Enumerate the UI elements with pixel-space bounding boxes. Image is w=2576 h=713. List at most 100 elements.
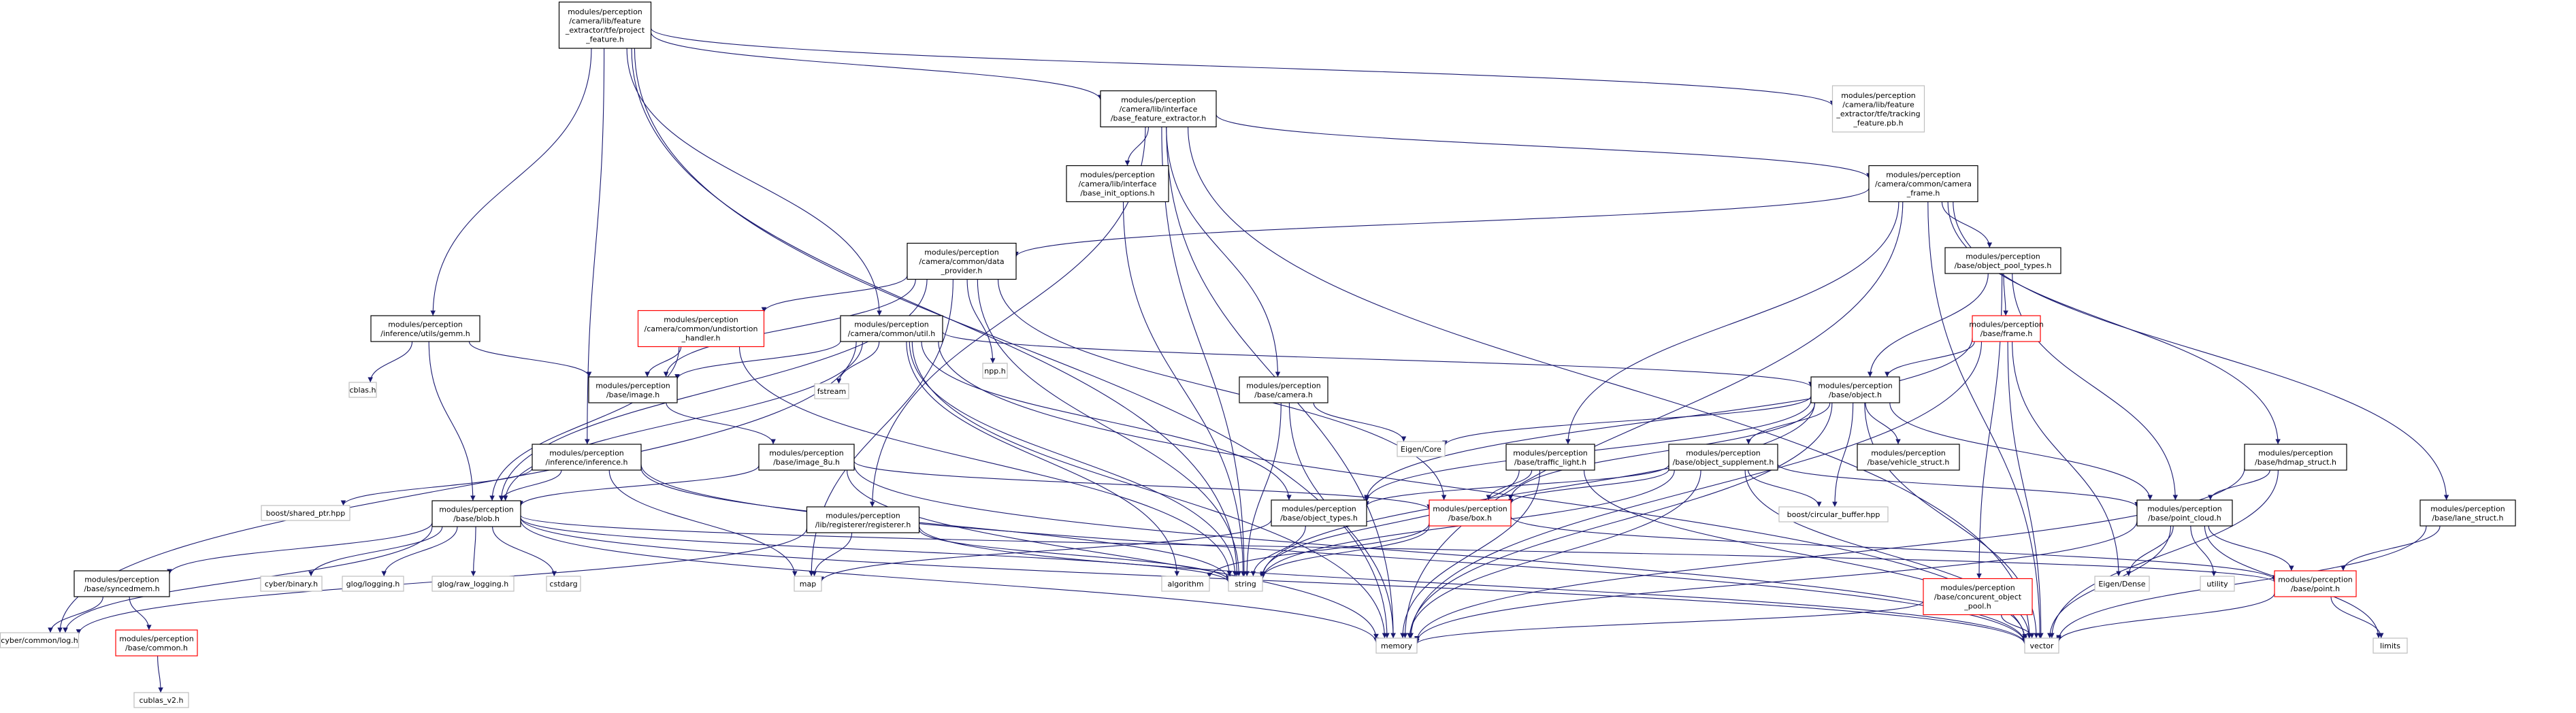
edge-base_frame-to-object_types <box>1364 337 1973 501</box>
node-algorithm: algorithm <box>1161 576 1210 592</box>
edge-object_supplement-to-point_cloud <box>1777 463 2140 508</box>
node-label-line: modules/perception <box>1886 171 1961 180</box>
node-box <box>2244 444 2347 471</box>
node-label-line: string <box>1235 580 1256 588</box>
node-inference[interactable]: modules/perception/inference/inference.h <box>532 444 642 471</box>
edge-base_object-to-vehicle_struct <box>1865 402 1901 445</box>
node-base_object[interactable]: modules/perception/base/object.h <box>1810 376 1900 403</box>
node-label-line: modules/perception <box>1940 584 2015 593</box>
node-label-line: cblas.h <box>349 386 376 395</box>
edge-point_cloud-to-utility <box>2190 525 2217 577</box>
node-label-line: /camera/common/camera <box>1875 180 1972 188</box>
node-image_8u[interactable]: modules/perception/base/image_8u.h <box>758 444 855 471</box>
node-label-line: _pool.h <box>1963 602 1991 611</box>
node-label-line: /base_init_options.h <box>1080 189 1154 198</box>
node-base_common[interactable]: modules/perception/base/common.h <box>115 629 198 657</box>
edge-object_supplement-to-object_types <box>1364 464 1669 507</box>
node-camera_frame[interactable]: modules/perception/camera/common/camera_… <box>1868 165 1978 203</box>
edge-camera_util-to-memory <box>911 341 1388 639</box>
node-label-line: /base/concurent_object <box>1934 593 2022 601</box>
node-base_feature_extractor[interactable]: modules/perception/camera/lib/interface/… <box>1100 90 1217 128</box>
edge-base_common-to-cublas_v2 <box>157 655 163 693</box>
node-string: string <box>1228 576 1263 592</box>
node-label-line: modules/perception <box>1966 252 2040 261</box>
node-object_supplement[interactable]: modules/perception/base/object_supplemen… <box>1668 444 1778 471</box>
node-label-line: cyber/binary.h <box>265 580 318 588</box>
node-base_init_options[interactable]: modules/perception/camera/lib/interface/… <box>1066 165 1169 203</box>
node-label-line: fstream <box>817 387 846 396</box>
edge-concurrent_object_pool-to-vector <box>2001 614 2035 639</box>
edge-base_object-to-object_supplement <box>1746 402 1831 445</box>
node-registerer[interactable]: modules/perception/lib/registerer/regist… <box>806 506 920 533</box>
node-label-line: /camera/common/util.h <box>848 329 935 338</box>
edge-traffic_light-to-base_box <box>1486 469 1533 501</box>
edge-base_box-to-algorithm <box>1207 523 1430 578</box>
node-syncedmem[interactable]: modules/perception/base/syncedmem.h <box>74 570 170 597</box>
node-label-line: modules/perception <box>549 448 624 457</box>
node-box <box>840 315 943 342</box>
node-label-line: _feature.pb.h <box>1853 118 1903 127</box>
node-project_feature: modules/perception/camera/lib/feature_ex… <box>558 1 652 49</box>
node-camera_util[interactable]: modules/perception/camera/common/util.h <box>840 315 943 342</box>
node-undistortion_handler[interactable]: modules/perception/camera/common/undisto… <box>637 310 765 348</box>
node-box <box>115 629 198 657</box>
node-box <box>1375 637 1418 654</box>
node-label-line: /base/point.h <box>2291 584 2340 593</box>
node-box <box>1228 576 1263 592</box>
edge-data_provider-to-npp <box>966 279 996 364</box>
edge-base_init_options-to-string <box>1122 201 1246 577</box>
node-object_types[interactable]: modules/perception/base/object_types.h <box>1271 499 1367 527</box>
edge-project_feature-to-base_feature_extractor <box>650 32 1103 101</box>
edge-base_feature_extractor-to-camera_frame <box>1216 114 1872 179</box>
node-label-line: glog/raw_logging.h <box>438 580 508 588</box>
node-base_blob[interactable]: modules/perception/base/blob.h <box>431 500 521 527</box>
edge-undistortion_handler-to-base_blob <box>489 346 680 501</box>
node-box <box>1239 376 1328 403</box>
node-object_pool_types[interactable]: modules/perception/base/object_pool_type… <box>1944 247 2061 274</box>
edge-base_feature_extractor-to-string <box>1161 127 1247 577</box>
edge-camera_frame-to-data_provider <box>1013 188 1870 257</box>
node-box <box>2136 499 2233 527</box>
node-data_provider[interactable]: modules/perception/camera/common/data_pr… <box>907 242 1017 280</box>
node-base_point[interactable]: modules/perception/base/point.h <box>2274 570 2357 597</box>
edge-undistortion_handler-to-string <box>738 346 1233 577</box>
node-label-line: /inference/inference.h <box>546 458 628 467</box>
node-box <box>2373 637 2408 654</box>
node-label-line: /base/image_8u.h <box>773 458 840 467</box>
node-box <box>588 376 678 403</box>
node-base_image[interactable]: modules/perception/base/image.h <box>588 376 678 403</box>
node-gemm[interactable]: modules/perception/inference/utils/gemm.… <box>370 315 480 342</box>
node-hdmap_struct[interactable]: modules/perception/base/hdmap_struct.h <box>2244 444 2347 471</box>
node-base_camera[interactable]: modules/perception/base/camera.h <box>1239 376 1328 403</box>
node-label-line: map <box>800 580 816 588</box>
node-boost_shared_ptr: boost/shared_ptr.hpp <box>261 505 350 521</box>
node-base_box[interactable]: modules/perception/base/box.h <box>1429 499 1512 527</box>
node-concurrent_object_pool[interactable]: modules/perception/base/concurent_object… <box>1923 578 2033 616</box>
edge-project_feature-to-string <box>631 48 1240 577</box>
edge-base_camera-to-string <box>1244 402 1282 577</box>
node-label-line: modules/perception <box>1282 504 1356 513</box>
node-label-line: modules/perception <box>388 320 463 329</box>
node-label-line: /base/traffic_light.h <box>1514 458 1586 467</box>
node-tracking_pb: modules/perception/camera/lib/feature_ex… <box>1831 85 1925 133</box>
node-label-line: /camera/lib/feature <box>569 16 641 25</box>
node-box <box>431 576 515 592</box>
node-cblas: cblas.h <box>348 382 377 398</box>
edge-base_object-to-memory <box>1407 402 1833 639</box>
node-label-line: vector <box>2030 642 2054 650</box>
edge-hdmap_struct-to-memory <box>1414 467 2245 642</box>
node-label-line: _handler.h <box>681 334 721 343</box>
edge-image_8u-to-base_blob <box>518 465 760 507</box>
edge-lane_struct-to-base_point <box>2341 525 2441 571</box>
node-point_cloud[interactable]: modules/perception/base/point_cloud.h <box>2136 499 2233 527</box>
node-label-line: modules/perception <box>1686 448 1761 457</box>
node-vehicle_struct[interactable]: modules/perception/base/vehicle_struct.h <box>1857 444 1960 471</box>
nodes-layer: modules/perception/camera/lib/feature_ex… <box>0 1 2516 708</box>
node-traffic_light[interactable]: modules/perception/base/traffic_light.h <box>1505 444 1595 471</box>
edge-camera_util-to-base_image <box>674 340 841 380</box>
node-lane_struct[interactable]: modules/perception/base/lane_struct.h <box>2419 499 2516 527</box>
node-base_frame[interactable]: modules/perception/base/frame.h <box>1969 315 2044 342</box>
edge-base_camera-to-eigen_core <box>1313 402 1407 442</box>
node-box <box>1868 165 1978 203</box>
